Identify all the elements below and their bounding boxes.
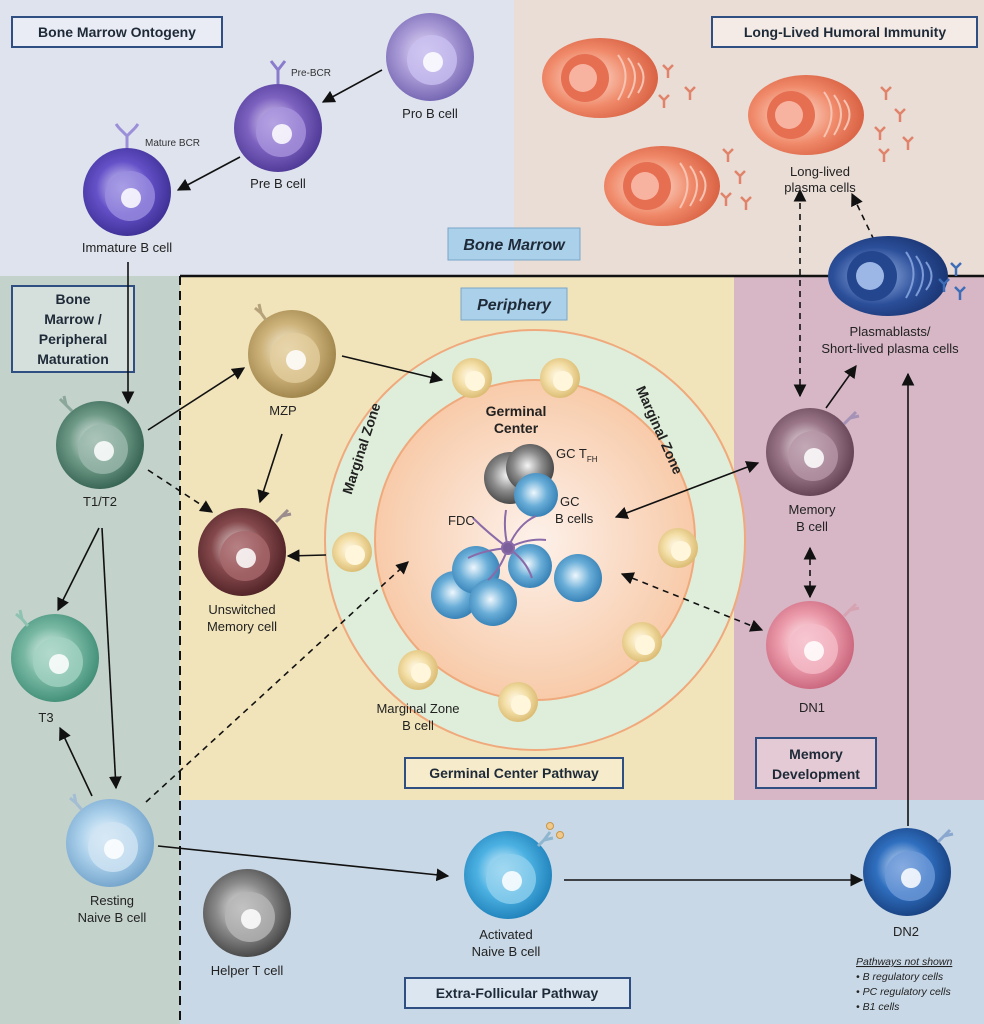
- mzp-cell: [248, 303, 336, 398]
- bone-marrow-box: Bone Marrow: [447, 227, 581, 261]
- dn2-label: DN2: [893, 924, 919, 939]
- resting-naive-label-line2: Naive B cell: [78, 910, 147, 925]
- helper-t-label: Helper T cell: [211, 963, 284, 978]
- resting-naive-label-line1: Resting: [90, 893, 134, 908]
- activated-naive-label-line2: Naive B cell: [472, 944, 541, 959]
- plasmablast-label-line2: Short-lived plasma cells: [821, 341, 959, 356]
- pre-b-cell: [234, 60, 322, 172]
- activated-naive-label-line1: Activated: [479, 927, 532, 942]
- extra-follicular-pathway-box: Extra-Follicular Pathway: [404, 977, 631, 1009]
- memory-b-label-line1: Memory: [789, 502, 836, 517]
- gc-b-label-line1: GC: [560, 494, 580, 509]
- pre-b-cell-label: Pre B cell: [250, 176, 306, 191]
- marginal-zone-b-cells: [332, 358, 698, 722]
- pro-b-cell-label: Pro B cell: [402, 106, 458, 121]
- periphery-label: Periphery: [477, 297, 552, 314]
- arrow-mzp-to-unswitched: [257, 433, 283, 504]
- dn1-cell: [766, 601, 860, 689]
- gc-b-label-line2: B cells: [555, 511, 594, 526]
- germinal-center-label-line1: Germinal: [486, 403, 547, 419]
- plasma-cell-3: [604, 146, 720, 226]
- t3-label: T3: [38, 710, 53, 725]
- plasma-cell-2: [748, 75, 864, 155]
- unswitched-memory-cell: [198, 508, 292, 596]
- note-item-3: • B1 cells: [856, 1001, 900, 1013]
- resting-naive-b-cell: [66, 793, 154, 887]
- arrow-resting-to-gc: [145, 561, 409, 803]
- memory-development-line1: Memory: [789, 746, 843, 762]
- note-title: Pathways not shown: [856, 956, 952, 968]
- bone-marrow-ontogeny-box: Bone Marrow Ontogeny: [11, 16, 223, 48]
- mzp-label: MZP: [269, 403, 296, 418]
- fdc-cell: [467, 509, 547, 581]
- arrow-resting-to-t3: [59, 726, 93, 797]
- arrow-t1t2-to-resting: [101, 527, 122, 790]
- dn2-cell: [863, 828, 954, 916]
- arrow-mzp-to-marginal-zone: [341, 355, 444, 384]
- memory-b-label-line2: B cell: [796, 519, 828, 534]
- memory-development-line2: Development: [772, 766, 860, 782]
- maturation-label-line1: Bone: [56, 291, 91, 307]
- note-item-2: • PC regulatory cells: [856, 986, 951, 998]
- helper-t-cell: [203, 869, 291, 957]
- germinal-center-label-line2: Center: [494, 420, 539, 436]
- germinal-center-pathway-label: Germinal Center Pathway: [429, 765, 599, 781]
- peripheral-maturation-box: Bone Marrow / Peripheral Maturation: [11, 285, 135, 373]
- maturation-label-line3: Peripheral: [39, 331, 107, 347]
- arrow-plasmablast-to-longlived: [851, 192, 875, 241]
- plasmablast-cell: [828, 236, 966, 316]
- maturation-label-line4: Maturation: [37, 351, 109, 367]
- maturation-label-line2: Marrow /: [44, 311, 102, 327]
- bone-marrow-ontogeny-label: Bone Marrow Ontogeny: [38, 24, 196, 40]
- bone-marrow-label: Bone Marrow: [463, 237, 566, 254]
- immature-b-cell-label: Immature B cell: [82, 240, 172, 255]
- arrows: [57, 69, 915, 887]
- arrow-mz-to-unswitched: [286, 549, 327, 563]
- arrow-t1t2-to-t3: [57, 527, 100, 612]
- long-lived-humoral-label: Long-Lived Humoral Immunity: [744, 24, 946, 40]
- region-bg-memory: [734, 276, 984, 800]
- plasmablast-label-line1: Plasmablasts/: [850, 324, 931, 339]
- periphery-box: Periphery: [460, 287, 568, 321]
- t1-t2-cell: [56, 395, 144, 489]
- arrow-t1t2-to-unswitched: [147, 469, 214, 513]
- arrow-pro-to-pre: [321, 69, 383, 103]
- t3-cell: [11, 609, 99, 702]
- arrow-t1t2-to-mzp: [147, 367, 246, 431]
- unswitched-label-line2: Memory cell: [207, 619, 277, 634]
- gc-tfh-label: GC TFH: [556, 446, 598, 464]
- germinal-center-pathway-box: Germinal Center Pathway: [404, 757, 624, 789]
- memory-b-cell: [766, 408, 860, 496]
- extra-follicular-pathway-label: Extra-Follicular Pathway: [436, 985, 599, 1001]
- fdc-label: FDC: [448, 513, 475, 528]
- pathways-not-shown-note: Pathways not shown • B regulatory cells …: [856, 956, 952, 1013]
- long-lived-humoral-box: Long-Lived Humoral Immunity: [711, 16, 978, 48]
- dn1-label: DN1: [799, 700, 825, 715]
- arrow-pre-to-immature: [176, 156, 241, 191]
- pro-b-cell: [386, 13, 474, 101]
- arrow-gc-dn1: [620, 572, 764, 632]
- marginal-zone-b-label-line2: B cell: [402, 718, 434, 733]
- marginal-zone-b-label-line1: Marginal Zone: [376, 701, 459, 716]
- memory-development-box: Memory Development: [755, 737, 877, 789]
- arrow-gc-memory: [614, 461, 760, 519]
- long-lived-pc-label-line2: plasma cells: [784, 180, 856, 195]
- t1-t2-label: T1/T2: [83, 494, 117, 509]
- arrow-memory-plasmablast: [825, 364, 857, 409]
- pre-bcr-label: Pre-BCR: [291, 68, 331, 79]
- note-item-1: • B regulatory cells: [856, 971, 944, 983]
- immature-b-cell: [83, 123, 171, 236]
- gc-b-cells: [431, 473, 602, 626]
- arrow-resting-to-activated: [157, 845, 450, 882]
- antibodies-salmon: [658, 64, 914, 210]
- plasma-cell-1: [542, 38, 658, 118]
- long-lived-pc-label-line1: Long-lived: [790, 164, 850, 179]
- mature-bcr-label: Mature BCR: [145, 138, 200, 149]
- unswitched-label-line1: Unswitched: [208, 602, 275, 617]
- activated-naive-b-cell: [464, 822, 564, 919]
